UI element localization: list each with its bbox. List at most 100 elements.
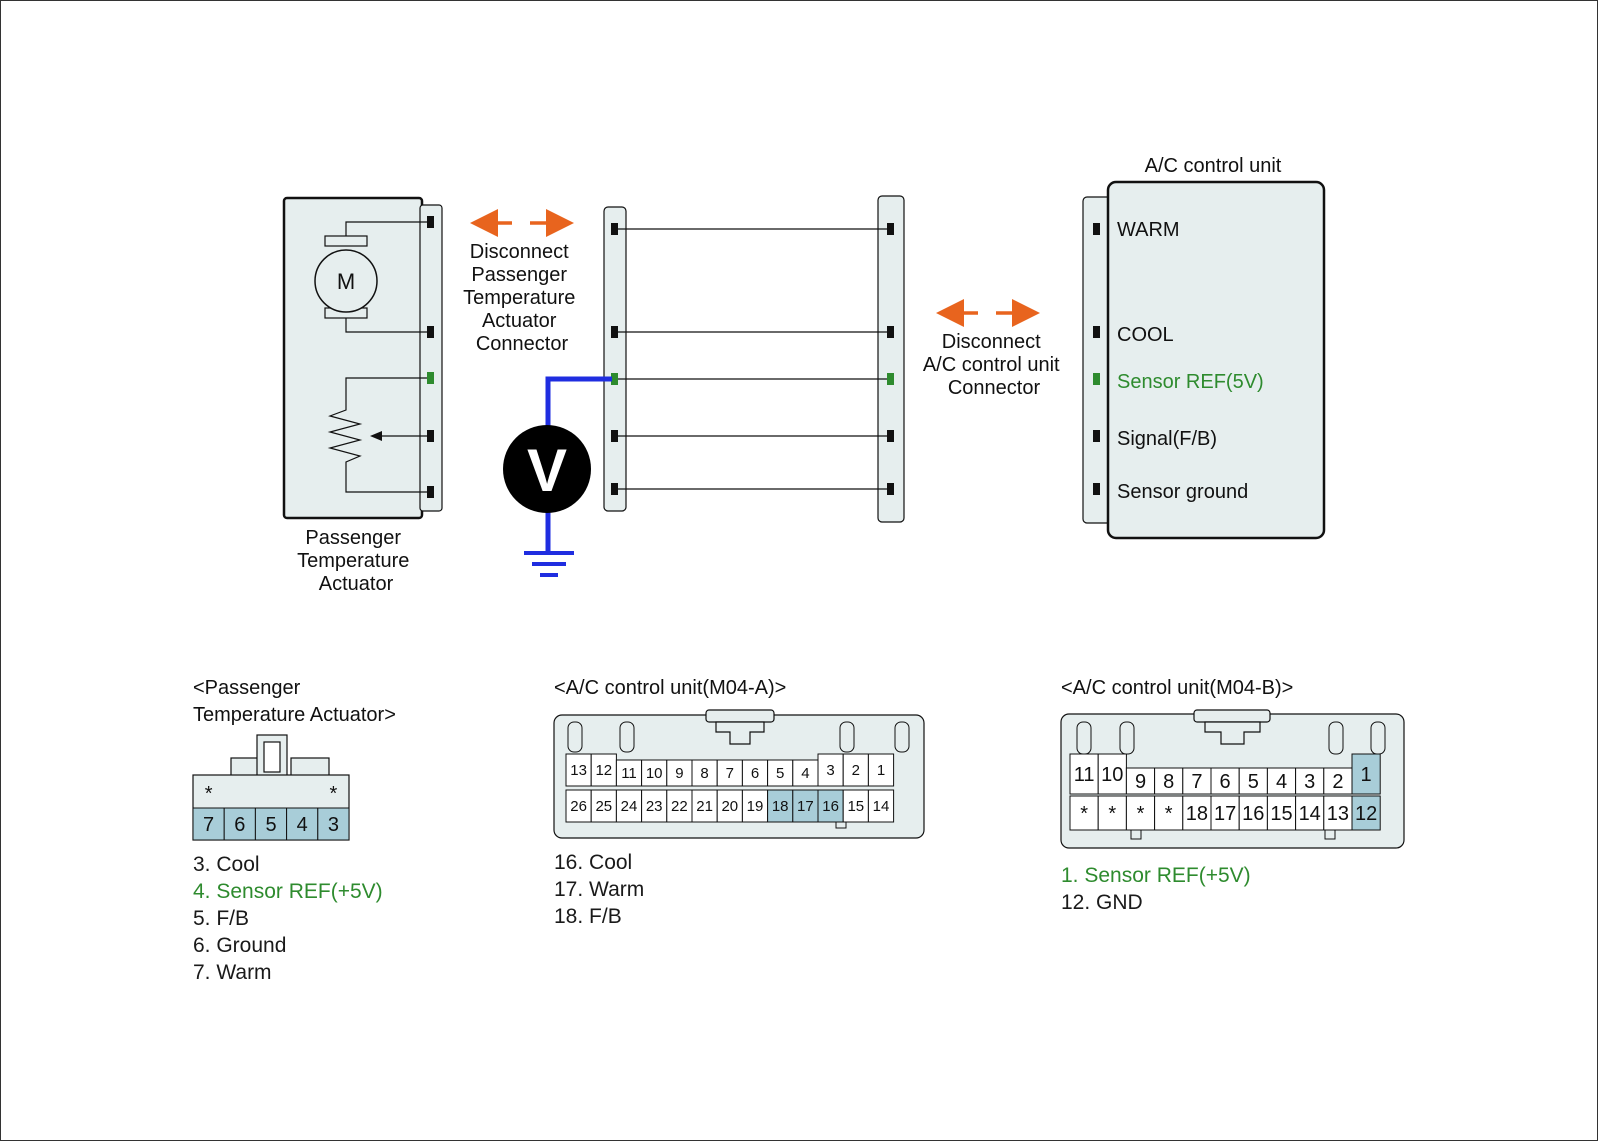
m04a-pin-cell	[817, 789, 844, 823]
pin-number: 11	[621, 765, 637, 782]
pin-number: 8	[700, 765, 708, 782]
pin-number: 4	[297, 814, 308, 836]
pin-number: 18	[1186, 803, 1208, 825]
m04b-pin-cell	[1069, 753, 1099, 795]
pin-number: 2	[852, 762, 860, 779]
actuator-pin-cell	[286, 807, 319, 841]
pin-number: 17	[797, 798, 814, 815]
pin-number: *	[1137, 803, 1145, 825]
legend-item: 3. Cool	[193, 853, 260, 876]
m04a-pin-cell	[867, 789, 895, 823]
pin-blank-mark: *	[205, 783, 213, 805]
svg-text:Disconnect Passenger: Disconnect Passenger Temperature Actuato…	[463, 241, 581, 355]
m04b-pin-cell	[1097, 795, 1127, 831]
connector-title-actuator: <Passenger Temperature Actuator>	[193, 677, 396, 726]
m04a-pin-cell	[817, 753, 844, 787]
m04b-pin-cell	[1097, 753, 1127, 795]
m04b-pin-cell	[1323, 795, 1353, 831]
passenger-temperature-actuator: M Passenger Temperature Actuator	[282, 196, 443, 595]
pin-number: 17	[1214, 803, 1236, 825]
m04b-pin-cell	[1351, 753, 1381, 795]
legend-item: 17. Warm	[554, 878, 645, 901]
actuator-pin-cell	[192, 807, 225, 841]
disconnect-actuator-note: Disconnect Passenger Temperature Actuato…	[463, 209, 581, 355]
pin-number: 4	[801, 765, 809, 782]
pin-number: 12	[1355, 803, 1377, 825]
acu-pin-sensor-ref: Sensor REF(5V)	[1117, 371, 1264, 393]
pin-number: 16	[1242, 803, 1264, 825]
legend-item: 5. F/B	[193, 907, 250, 930]
m04b-pin-cell	[1154, 795, 1184, 831]
ac-control-unit: A/C control unit WARM COOL Sensor REF(5V…	[1082, 155, 1326, 540]
pin-number: 23	[646, 798, 663, 815]
pin-number: *	[1165, 803, 1173, 825]
acu-pin-warm: WARM	[1117, 219, 1180, 241]
m04b-pin-cell	[1323, 767, 1353, 795]
actuator-pin	[427, 430, 434, 442]
pin-number: 15	[847, 798, 864, 815]
pin-number: 10	[646, 765, 663, 782]
m04a-pin-cell	[590, 753, 617, 787]
potentiometer-icon	[327, 377, 431, 493]
m04a-pin-cell	[867, 753, 895, 787]
m04b-pin-cell	[1266, 767, 1297, 795]
pin-blank-mark: *	[330, 783, 338, 805]
pin-number: 6	[1220, 771, 1231, 793]
m04a-pin-cell	[641, 789, 668, 823]
harness-connector-right	[877, 195, 905, 523]
pin-number: 13	[570, 762, 587, 779]
pin-number: 9	[675, 765, 683, 782]
m04a-pin-cell	[590, 789, 617, 823]
connector-title-m04a: <A/C control unit(M04-A)>	[554, 677, 786, 699]
pin-number: 2	[1332, 771, 1343, 793]
pin-number: 16	[822, 798, 839, 815]
pin-number: 25	[595, 798, 612, 815]
m04b-pin-cell	[1238, 795, 1268, 831]
m04a-pin-cell	[767, 759, 794, 787]
actuator-pin	[427, 216, 434, 228]
m04a-pin-cell	[565, 789, 592, 823]
legend-item: 6. Ground	[193, 934, 287, 957]
pin-number: 7	[203, 814, 214, 836]
m04a-pin-cell	[792, 789, 819, 823]
actuator-pin-sensor-ref	[427, 372, 434, 384]
m04a-pin-cell	[641, 759, 668, 787]
m04a-pin-cell	[716, 759, 743, 787]
pin-number: 15	[1270, 803, 1292, 825]
pin-number: 7	[1191, 771, 1202, 793]
m04b-pin-cell	[1295, 795, 1325, 831]
pin-number: 1	[1361, 764, 1372, 786]
pin-number: *	[1108, 803, 1116, 825]
legend-item: 16. Cool	[554, 851, 633, 874]
pin-number: 3	[328, 814, 339, 836]
voltmeter: V	[503, 376, 612, 577]
disconnect-acu-note: Disconnect A/C control unit Connector	[923, 299, 1060, 399]
pin-number: 24	[621, 798, 638, 815]
pin-number: 9	[1135, 771, 1146, 793]
pin-number: 12	[595, 762, 612, 779]
legend-item: 1. Sensor REF(+5V)	[1061, 864, 1251, 887]
pin-number: 6	[751, 765, 759, 782]
legend-m04b: 1. Sensor REF(+5V) 12. GND	[1061, 862, 1251, 916]
m04b-pin-cell	[1210, 795, 1240, 831]
m04b-pin-cell	[1182, 767, 1212, 795]
harness	[603, 195, 905, 523]
pin-number: 26	[570, 798, 587, 815]
pin-number: 21	[696, 798, 713, 815]
pin-number: 13	[1327, 803, 1349, 825]
harness-connector-left	[603, 206, 627, 512]
m04a-pin-cell	[666, 759, 693, 787]
acu-pin-cool: COOL	[1117, 324, 1174, 346]
legend-item: 12. GND	[1061, 891, 1143, 914]
pin-number: 8	[1163, 771, 1174, 793]
pin-number: 10	[1101, 764, 1123, 786]
m04a-pin-cell	[842, 753, 869, 787]
pin-number: 3	[1304, 771, 1315, 793]
